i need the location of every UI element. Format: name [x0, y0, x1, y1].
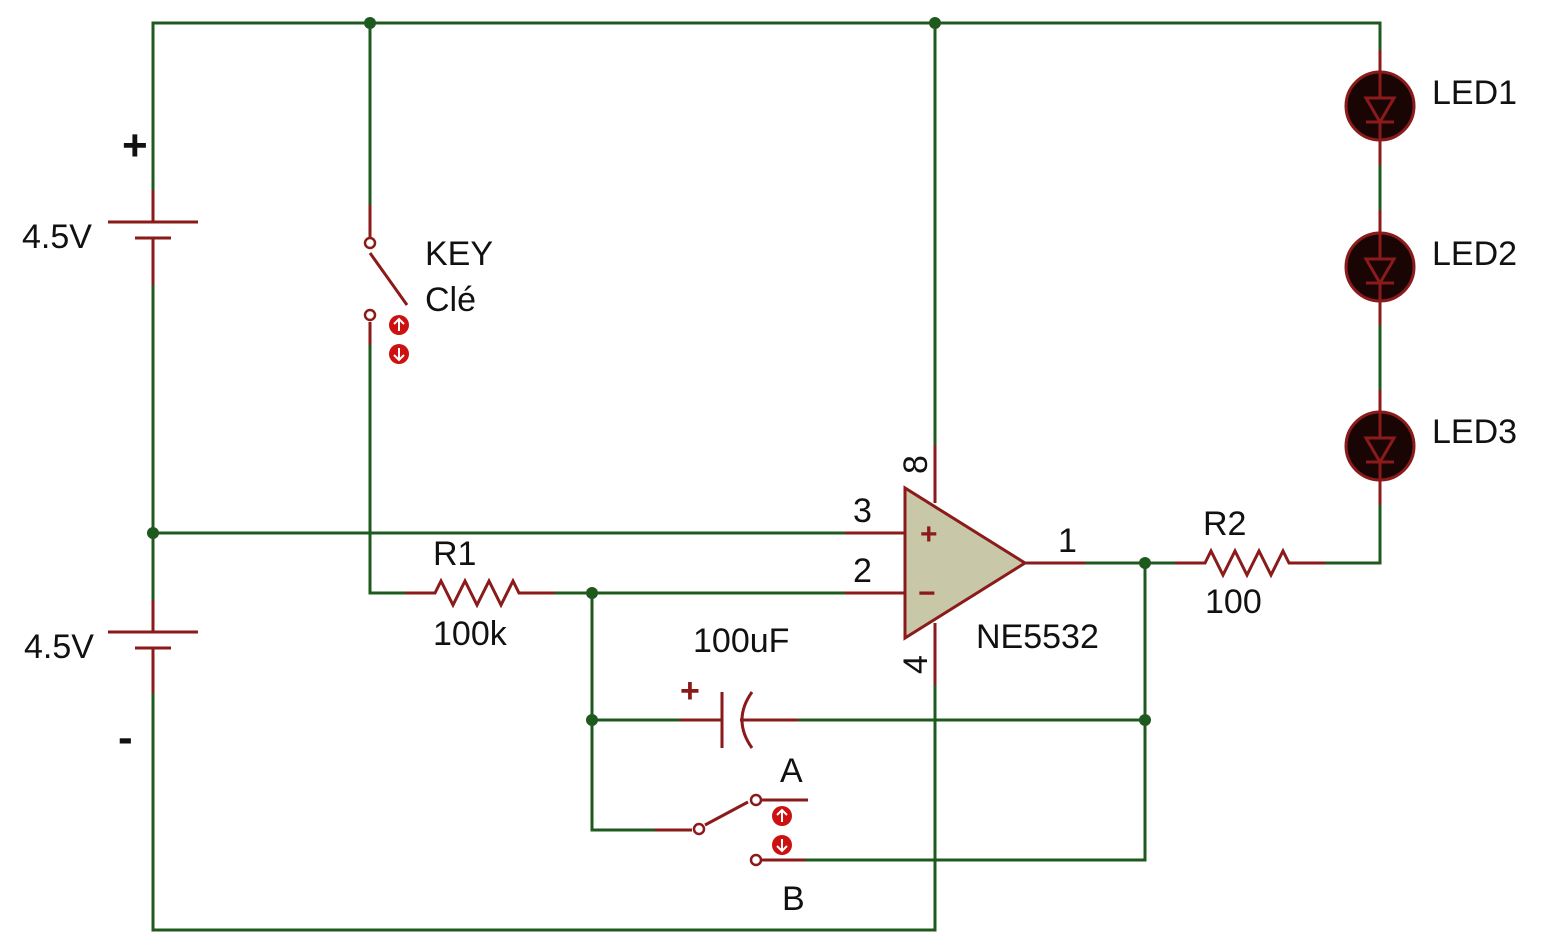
- wires: [151, 21, 1382, 932]
- arrow-up-icon[interactable]: [772, 806, 792, 826]
- junction-dot: [147, 527, 159, 539]
- led-1-name: LED1: [1432, 74, 1517, 112]
- r2-value: 100: [1205, 583, 1262, 621]
- battery-bottom-voltage: 4.5V: [24, 628, 94, 666]
- switch-ab[interactable]: A B: [655, 752, 808, 918]
- r1-value: 100k: [433, 615, 508, 653]
- junction-dot: [1139, 557, 1151, 569]
- opamp-part: NE5532: [976, 618, 1099, 656]
- wire-r1-node-down: [590, 591, 657, 832]
- wire-r2-led: [1323, 503, 1382, 565]
- opamp-pin-vcc: 8: [897, 455, 935, 474]
- capacitor-value: 100uF: [693, 622, 789, 660]
- opamp-pin-gnd: 4: [897, 655, 935, 674]
- junction-dot: [364, 17, 376, 29]
- capacitor: + 100uF: [680, 622, 798, 749]
- resistor-r1: R1 100k: [405, 535, 555, 653]
- led-3: LED3: [1344, 390, 1517, 505]
- opamp-pin-noninv: 3: [853, 492, 872, 530]
- wire-key-bottom: [368, 343, 407, 595]
- opamp-pin-inv: 2: [853, 552, 872, 590]
- arrow-down-icon[interactable]: [389, 344, 409, 364]
- key-switch-label: KEY: [425, 235, 493, 273]
- led-2: LED2: [1344, 210, 1517, 325]
- opamp-plus-sign: +: [920, 518, 938, 551]
- opamp-minus-sign: −: [918, 577, 936, 610]
- switch-pos-b: B: [782, 880, 805, 918]
- wire-left-lower: [151, 683, 937, 932]
- battery-top-polarity: +: [122, 121, 148, 170]
- switch-pos-a: A: [780, 752, 803, 790]
- led-1: LED1: [1344, 50, 1517, 165]
- opamp: + − 3 2 1 8 4 NE5532: [845, 445, 1099, 685]
- battery-top: + 4.5V: [22, 121, 198, 285]
- led-2-name: LED2: [1432, 235, 1517, 273]
- resistor-r2: R2 100: [1175, 505, 1325, 621]
- r2-name: R2: [1203, 505, 1246, 543]
- r1-name: R1: [433, 535, 476, 573]
- wire-output-down: [803, 561, 1147, 862]
- junctions: [147, 17, 1151, 726]
- led-3-name: LED3: [1432, 413, 1517, 451]
- capacitor-polarity: +: [680, 672, 700, 710]
- junction-dot: [929, 17, 941, 29]
- battery-bottom-polarity: -: [118, 713, 133, 762]
- battery-top-voltage: 4.5V: [22, 218, 92, 256]
- key-switch[interactable]: KEY Clé: [363, 205, 493, 364]
- arrow-down-icon[interactable]: [772, 835, 792, 855]
- arrow-up-icon[interactable]: [389, 315, 409, 335]
- opamp-pin-out: 1: [1058, 522, 1077, 560]
- junction-dot: [1139, 714, 1151, 726]
- key-switch-sublabel: Clé: [425, 281, 476, 319]
- junction-dot: [586, 714, 598, 726]
- battery-bottom: - 4.5V: [24, 600, 198, 762]
- junction-dot: [586, 587, 598, 599]
